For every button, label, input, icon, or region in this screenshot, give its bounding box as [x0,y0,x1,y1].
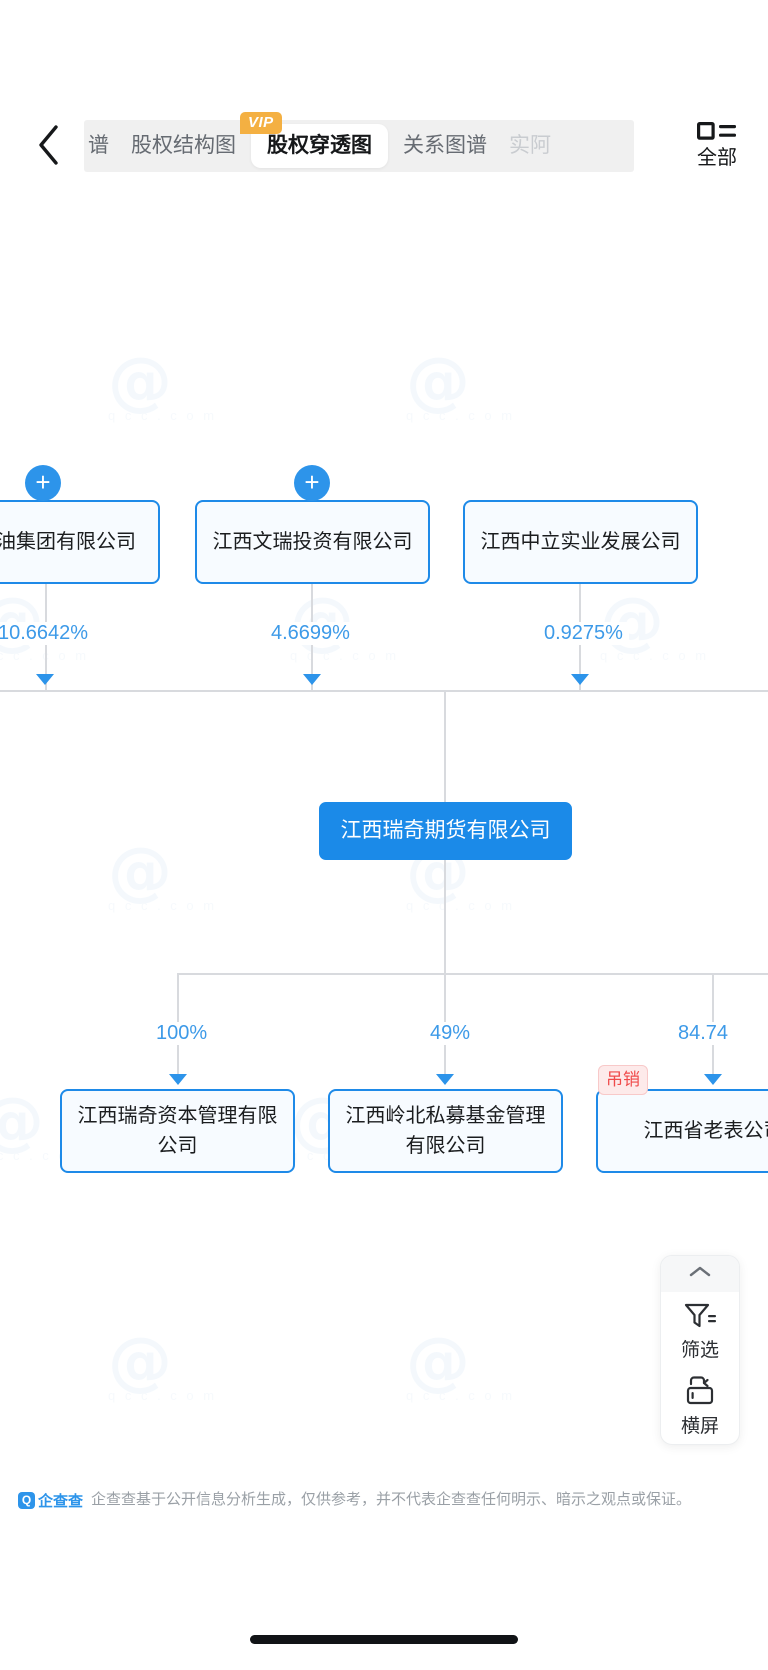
watermark: @ q c c . c o m [108,835,218,913]
footer-disclaimer: Q 企查查 企查查基于公开信息分析生成，仅供参考，并不代表企查查任何明示、暗示之… [0,1470,768,1530]
toolbar-landscape-label: 横屏 [680,1415,719,1437]
graph-toolbar[interactable]: 筛选 横屏 [660,1255,740,1445]
subsidiary-node-3-label: 江西省老表公司 [643,1120,768,1142]
toolbar-filter-label: 筛选 [680,1339,719,1361]
center-company-node[interactable]: 江西瑞奇期货有限公司 [319,802,572,860]
all-button[interactable]: 全部 [682,118,752,176]
arrow-shareholder-2 [303,674,321,685]
shareholder-node-3[interactable]: 江西中立实业发展公司 [463,500,698,584]
tab-actual-controller[interactable]: 实阿 [509,134,551,157]
subsidiary-node-3[interactable]: 江西省老表公司 [596,1089,768,1173]
watermark: @ q c c . c o m [108,345,218,423]
watermark: @ q c c . c o m [406,1325,516,1403]
shareholder-node-3-label: 江西中立实业发展公司 [480,531,681,553]
percent-subsidiary-2: 49% [424,1022,477,1045]
arrow-shareholder-1 [36,674,54,685]
arrow-subsidiary-1 [169,1074,187,1085]
watermark: @ q c c . c o m [406,345,516,423]
status-badge-revoked: 吊销 [598,1065,648,1095]
percent-shareholder-1: 10.6642% [0,622,95,645]
rotate-screen-icon [681,1375,719,1412]
toolbar-collapse-button[interactable] [661,1256,739,1292]
arrow-subsidiary-3 [704,1074,722,1085]
equity-penetration-graph[interactable]: @ q c c . c o m @ q c c . c o m @ q c c … [0,190,768,1460]
center-company-label: 江西瑞奇期货有限公司 [340,819,551,842]
qcc-logo: Q 企查查 [18,1490,83,1511]
shareholder-node-1-label: 省粮油集团有限公司 [0,531,136,553]
status-bar-spacer [0,0,768,100]
watermark: @ q c c . c o m [600,585,710,663]
toolbar-landscape-button[interactable]: 横屏 [661,1368,739,1444]
expand-shareholder-1-button[interactable]: + [25,465,61,501]
filter-icon [682,1299,718,1336]
qcc-logo-name: 企查查 [38,1492,84,1510]
shareholder-node-2[interactable]: 江西文瑞投资有限公司 [195,500,430,584]
disclaimer-text: 企查查基于公开信息分析生成，仅供参考，并不代表企查查任何明示、暗示之观点或保证。 [91,1491,692,1508]
shareholder-node-2-label: 江西文瑞投资有限公司 [212,531,413,553]
tab-equity-structure[interactable]: 股权结构图 [131,134,236,157]
edge-subsidiary-bus [177,973,768,975]
percent-shareholder-3: 0.9275% [538,622,629,645]
subsidiary-node-1[interactable]: 江西瑞奇资本管理有限公司 [60,1089,295,1173]
expand-shareholder-2-button[interactable]: + [294,465,330,501]
tab-equity-penetration[interactable]: 股权穿透图 [251,124,388,168]
subsidiary-node-2-label: 江西岭北私募基金管理有限公司 [345,1105,546,1157]
subsidiary-node-1-label: 江西瑞奇资本管理有限公司 [77,1105,278,1157]
edge-bus-to-center [444,690,446,802]
tab-relation-graph[interactable]: 关系图谱 [403,134,487,157]
percent-shareholder-2: 4.6699% [265,622,356,645]
all-button-label: 全部 [697,147,737,169]
percent-subsidiary-1: 100% [150,1022,214,1045]
edge-shareholders-bus [0,690,768,692]
tab-strip[interactable]: 谱 股权结构图 股权穿透图 关系图谱 实阿 [84,120,634,172]
shareholder-node-1[interactable]: 省粮油集团有限公司 [0,500,160,584]
arrow-shareholder-3 [571,674,589,685]
percent-subsidiary-3: 84.74 [672,1022,735,1045]
chevron-left-icon [35,123,61,167]
toolbar-filter-button[interactable]: 筛选 [661,1292,739,1368]
subsidiary-node-2[interactable]: 江西岭北私募基金管理有限公司 [328,1089,563,1173]
chevron-up-icon [687,1264,713,1285]
top-navigation-bar: 谱 股权结构图 股权穿透图 关系图谱 实阿 VIP 全部 [0,100,768,190]
edge-center-down [444,860,446,973]
back-button[interactable] [22,114,74,176]
home-indicator [250,1635,518,1644]
qcc-logo-mark: Q [18,1491,35,1509]
watermark: @ q c c . c o m [108,1325,218,1403]
arrow-subsidiary-2 [436,1074,454,1085]
list-all-icon [697,118,737,144]
vip-badge: VIP [240,112,282,134]
tab-relation-atlas-partial[interactable]: 谱 [88,134,109,157]
watermark: @ q c c . c o m [0,590,90,663]
